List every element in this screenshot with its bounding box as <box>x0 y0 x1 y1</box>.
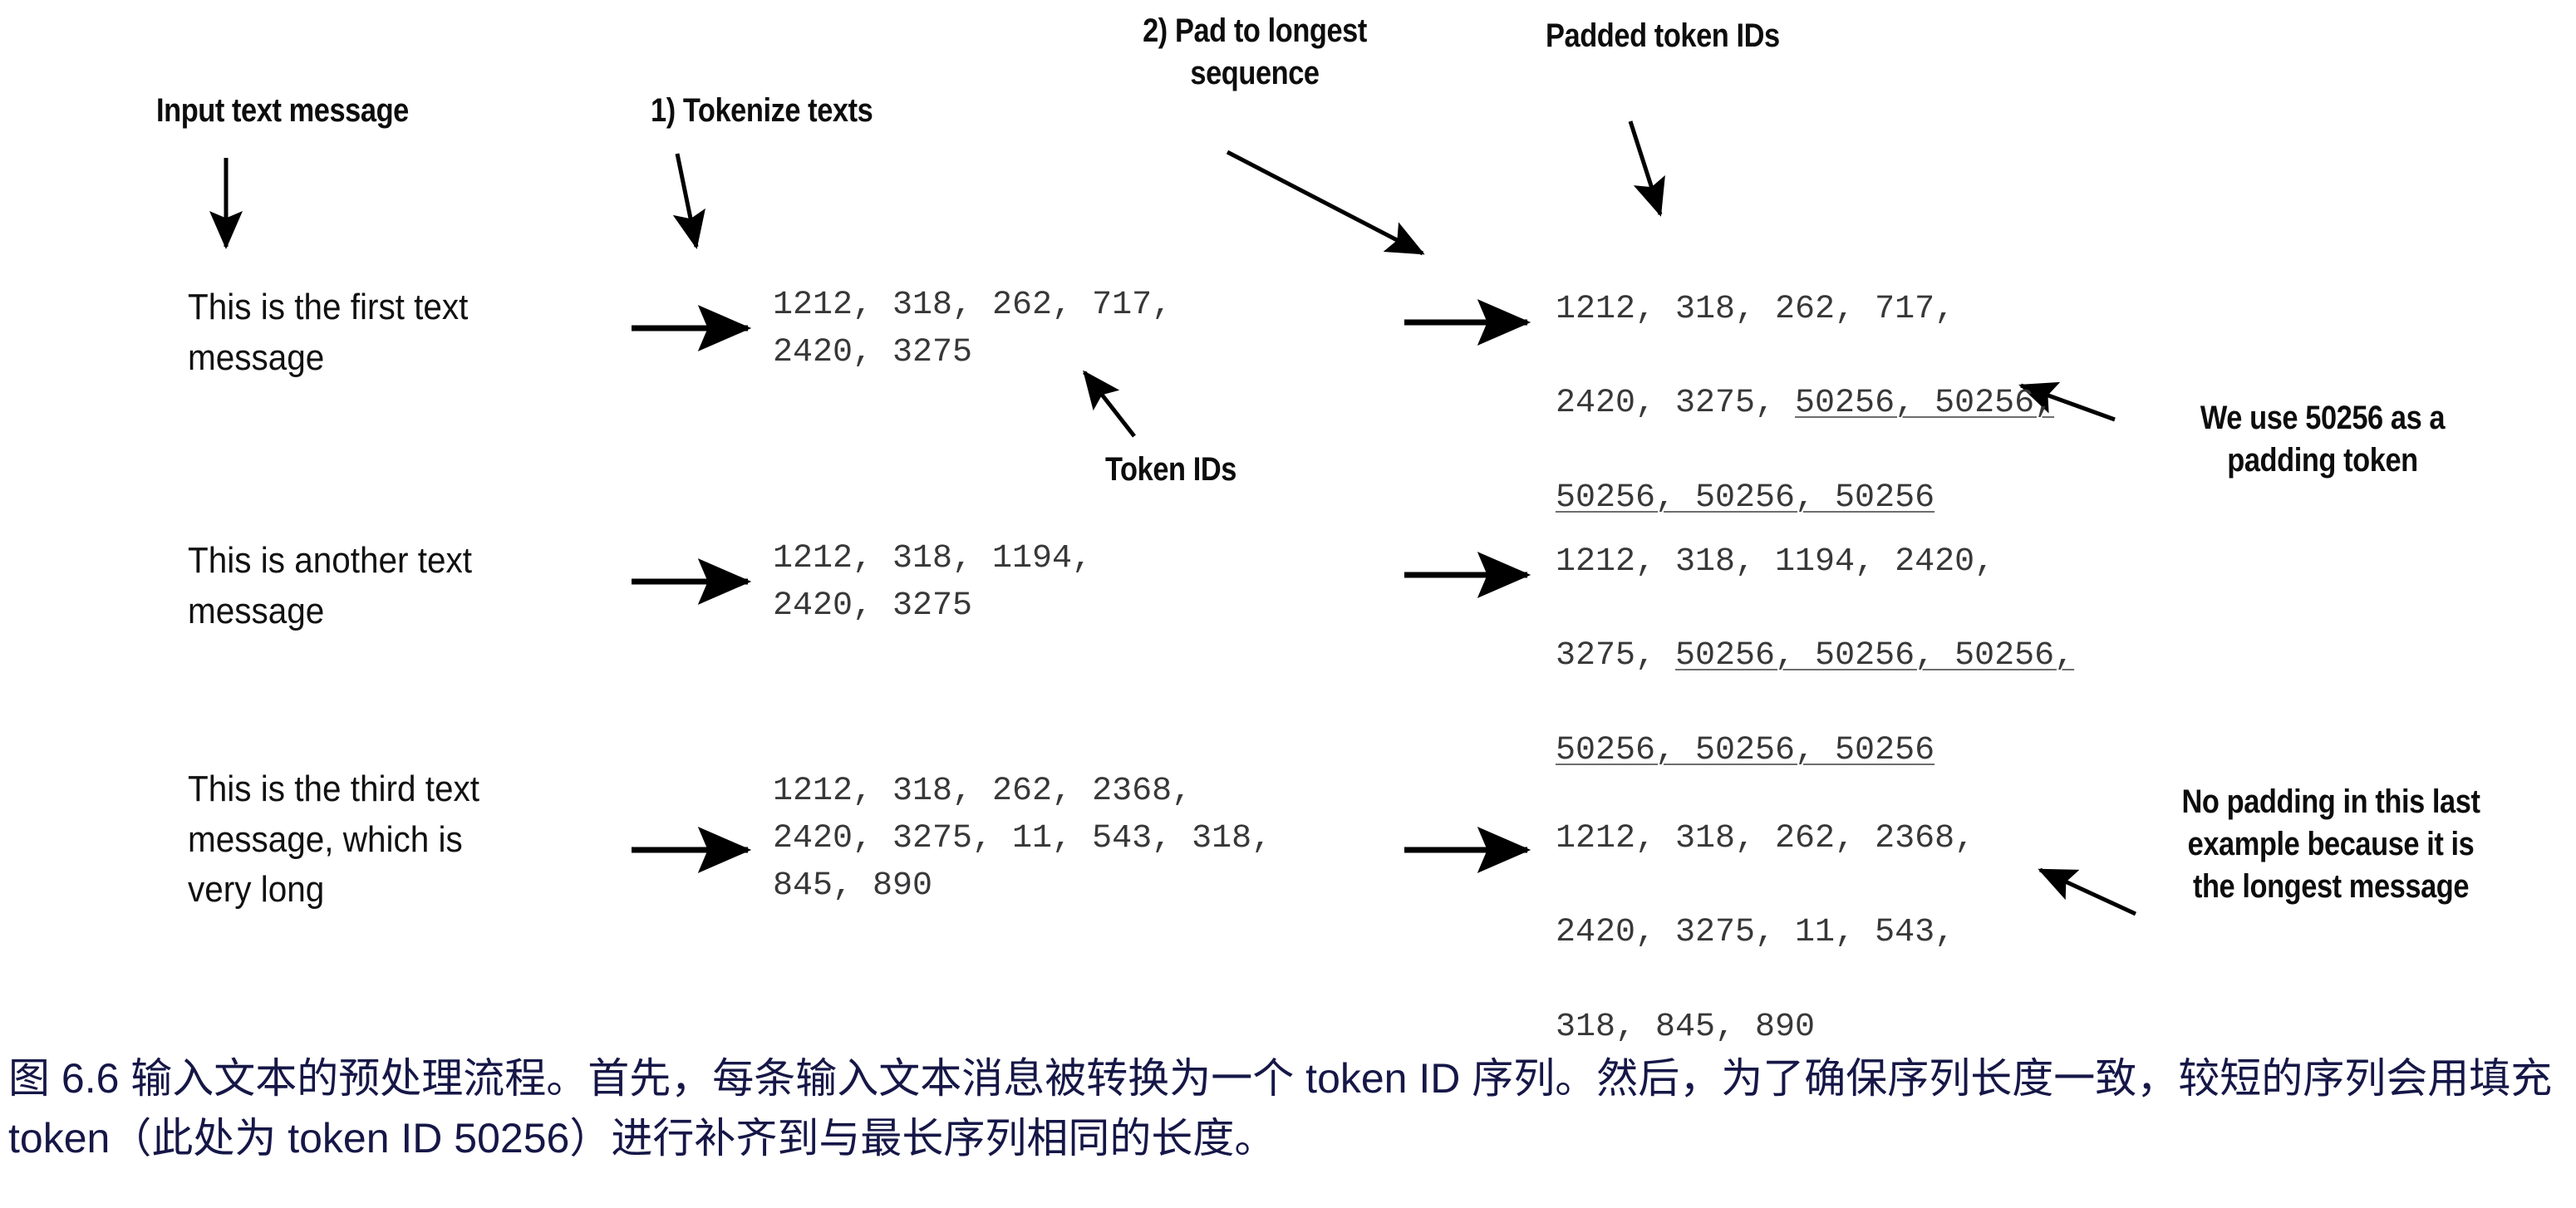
row3-token-ids: 1212, 318, 262, 2368, 2420, 3275, 11, 54… <box>773 773 1272 905</box>
row1-padded-line2-prefix: 2420, 3275, <box>1556 385 1796 423</box>
row3-padded-line1: 1212, 318, 262, 2368, <box>1556 819 1975 857</box>
row2-padded-line1: 1212, 318, 1194, 2420, <box>1556 543 1995 581</box>
row2-padding-tokens-line3: 50256, 50256, 50256 <box>1556 731 1935 769</box>
row2-padded-token-ids: 1212, 318, 1194, 2420, 3275, 50256, 5025… <box>1556 492 2187 775</box>
row3-padded-line2: 2420, 3275, 11, 543, <box>1556 914 1955 952</box>
row1-token-ids: 1212, 318, 262, 717, 2420, 3275 <box>773 287 1172 371</box>
row2-token-ids: 1212, 318, 1194, 2420, 3275 <box>773 540 1093 625</box>
label-padding-note: We use 50256 as a padding token <box>2200 400 2446 479</box>
arrow-tokenize-step <box>672 153 705 249</box>
row3-padded-token-ids: 1212, 318, 262, 2368, 2420, 3275, 11, 54… <box>1556 769 2187 1052</box>
figure-caption: 图 6.6 输入文本的预处理流程。首先，每条输入文本消息被转换为一个 token… <box>8 1055 2553 1161</box>
row2-padding-tokens-line2: 50256, 50256, 50256, <box>1675 637 2075 675</box>
label-padded-token-ids: Padded token IDs <box>1546 17 1780 54</box>
arrow-pad-step <box>1226 150 1425 256</box>
row1-padding-tokens-line2: 50256, 50256, <box>1795 385 2055 423</box>
row3-padded-line3: 318, 845, 890 <box>1556 1008 1816 1046</box>
row1-message-text: This is the first text message <box>188 287 469 378</box>
label-no-padding-note: No padding in this last example because … <box>2181 783 2480 906</box>
row1-padded-token-ids: 1212, 318, 262, 717, 2420, 3275, 50256, … <box>1556 239 2170 523</box>
label-tokenize-step: 1) Tokenize texts <box>651 92 873 129</box>
arrow-token-ids-callout <box>1083 370 1136 438</box>
label-input-text-message: Input text message <box>156 92 409 129</box>
row1-padding-tokens-line3: 50256, 50256, 50256 <box>1556 479 1935 517</box>
label-pad-step: 2) Pad to longest sequence <box>1143 12 1367 92</box>
label-token-ids-callout: Token IDs <box>1105 451 1236 488</box>
row2-message-text: This is another text message <box>188 540 472 631</box>
row3-message-text: This is the third text message, which is… <box>188 769 479 911</box>
row2-padded-line2-prefix: 3275, <box>1556 637 1676 675</box>
row1-padded-line1: 1212, 318, 262, 717, <box>1556 290 1955 328</box>
arrow-padded-token-ids <box>1628 120 1665 217</box>
